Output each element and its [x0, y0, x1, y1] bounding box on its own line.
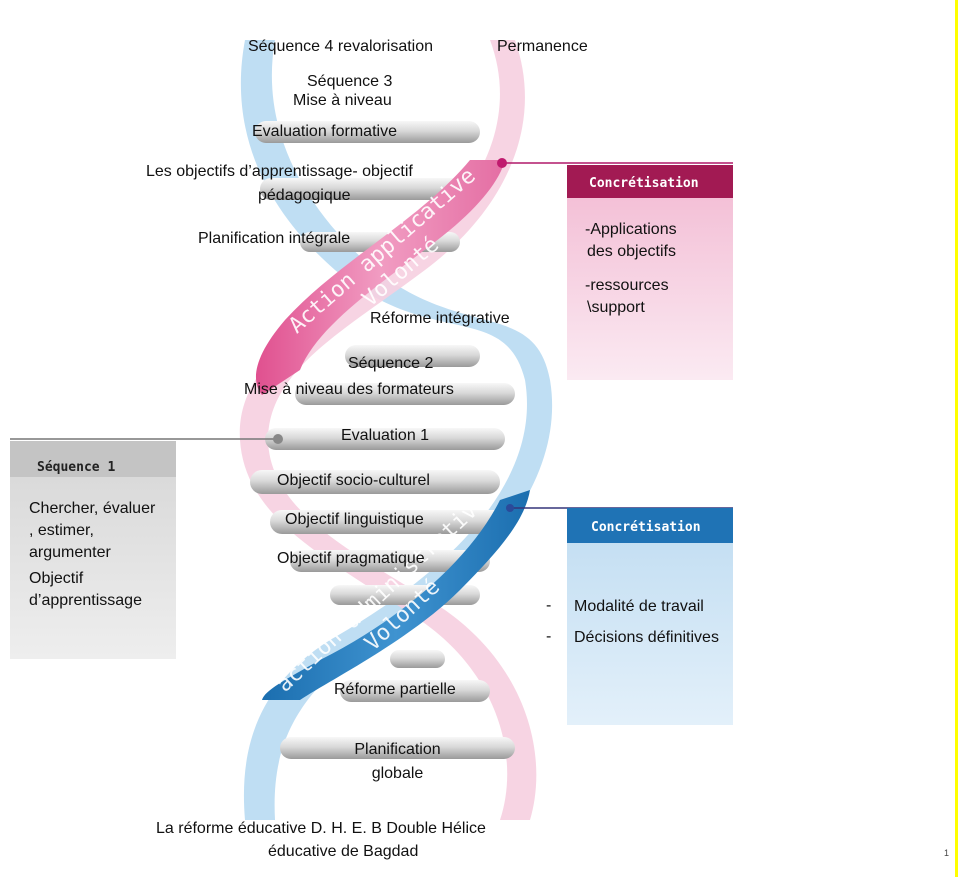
pink-strand-back: [239, 40, 537, 820]
box-concretisation-blue: Concrétisation: [567, 508, 733, 725]
box-gray-item: , estimer,: [29, 522, 94, 539]
label-sequence-4: Séquence 4 revalorisation: [248, 38, 434, 55]
rung-bar: [255, 121, 480, 143]
rung-bar: [260, 178, 465, 200]
box-gray-title: Séquence 1: [37, 460, 116, 475]
box-blue-item-modalite: Modalité de travail: [574, 598, 704, 615]
rung-bar: [390, 650, 445, 668]
page-number: 1: [944, 848, 950, 858]
bottom-title-line1: La réforme éducative D. H. E. B Double H…: [156, 820, 486, 837]
box-gray-bg: [10, 441, 176, 659]
label-mise-a-niveau: Mise à niveau: [293, 92, 392, 109]
box-gray-item: d’apprentissage: [29, 592, 142, 609]
box-blue-bg: [567, 508, 733, 725]
rung-label-objectifs-apprentissage: Les objectifs d’apprentissage- objectif: [146, 163, 413, 180]
label-permanence: Permanence: [497, 38, 588, 55]
box-pink-item: -ressources: [585, 277, 669, 294]
box-concretisation-pink: Concrétisation -Applications des objecti…: [567, 165, 733, 380]
rung-label-objectif-linguistique: Objectif linguistique: [285, 511, 424, 528]
rung-bar: [295, 383, 515, 405]
rung-label-evaluation-formative: Evaluation formative: [252, 123, 397, 140]
box-blue-bullet: -: [546, 597, 552, 614]
box-pink-item: -Applications: [585, 221, 677, 238]
rung-bar: [340, 680, 490, 702]
box-gray-header-bg: [10, 441, 176, 477]
rung-label-reforme-integrative: Réforme intégrative: [370, 310, 510, 327]
rung-label-reforme-partielle: Réforme partielle: [334, 681, 456, 698]
rung-label-sequence-2: Séquence 2: [348, 355, 434, 372]
box-pink-item: des objectifs: [587, 243, 676, 260]
pink-strand-front: [255, 160, 505, 395]
box-gray-item: Objectif: [29, 570, 84, 587]
connector-dot-blue: [506, 504, 514, 512]
rung-bar: [265, 428, 505, 450]
box-gray-item: Chercher, évaluer: [29, 500, 156, 517]
box-pink-item: \support: [587, 299, 645, 316]
rung-label-pedagogique: pédagogique: [258, 187, 351, 204]
connector-dot-gray: [273, 434, 283, 444]
box-pink-bg: [567, 165, 733, 380]
box-blue-bullet: -: [546, 628, 552, 645]
box-pink-header-bg: [567, 165, 733, 198]
box-blue-item-decisions: Décisions définitives: [574, 629, 719, 646]
rung-bar: [270, 510, 510, 534]
rung-bar: [345, 345, 480, 367]
box-pink-title: Concrétisation: [589, 176, 699, 191]
box-blue-title: Concrétisation: [591, 520, 701, 535]
connector-dot-pink: [497, 158, 507, 168]
yellow-margin-rule: [955, 0, 958, 877]
box-blue-header-bg: [567, 508, 733, 543]
rung-bar: [290, 550, 490, 572]
rung-label-globale: globale: [371, 765, 424, 782]
rung-label-objectif-socio-culturel: Objectif socio-culturel: [277, 472, 430, 489]
rung-label-planification-integrale: Planification intégrale: [198, 230, 351, 247]
blue-strand-front: [262, 490, 530, 700]
rung-label-objectif-pragmatique: Objectif pragmatique: [277, 550, 425, 567]
rung-bar: [280, 737, 515, 759]
rung-label-mise-a-niveau-formateurs: Mise à niveau des formateurs: [244, 381, 454, 398]
label-sequence-3: Séquence 3: [307, 73, 393, 90]
bottom-title-line2: éducative de Bagdad: [268, 843, 419, 860]
rung-bar: [250, 470, 500, 494]
rung-label-evaluation-1: Evaluation 1: [341, 427, 430, 444]
box-sequence-1: Séquence 1 Chercher, évaluer , estimer, …: [10, 441, 176, 659]
rung-label-planification: Planification: [354, 741, 441, 758]
box-gray-item: argumenter: [29, 544, 111, 561]
